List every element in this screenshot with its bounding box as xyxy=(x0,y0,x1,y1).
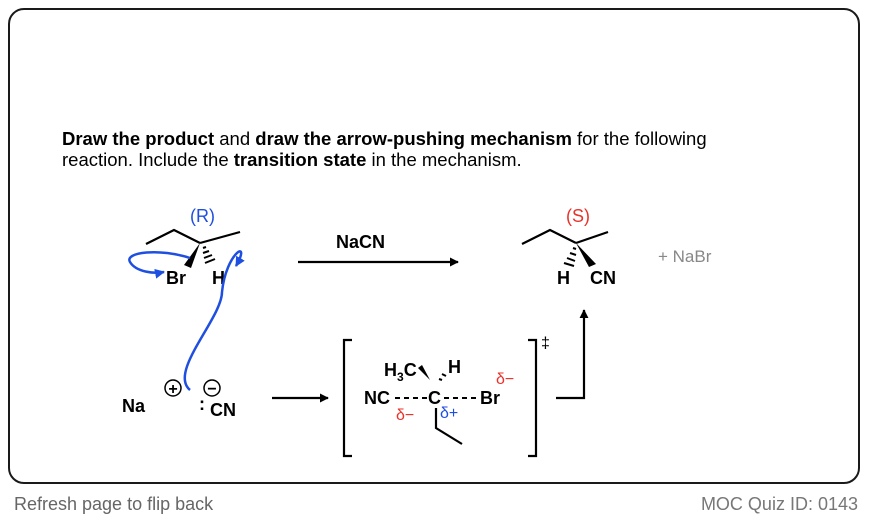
ts-right-bracket xyxy=(528,338,538,458)
ts-ethyl-bond xyxy=(434,408,463,445)
ts-wedge-bond-methyl xyxy=(418,365,430,380)
sodium-cyanide: Na + − : CN xyxy=(122,379,236,420)
curved-arrow-bond-break xyxy=(128,251,191,279)
ts-br-label: Br xyxy=(480,388,500,408)
reactant-h-label: H xyxy=(212,268,225,288)
reactant-methyl-bond xyxy=(199,230,241,245)
minus-charge-circle xyxy=(203,379,221,397)
reactant-br-label: Br xyxy=(166,268,186,288)
cyanide-label: CN xyxy=(210,400,236,420)
product-hash-bond-h xyxy=(563,247,577,267)
minus-charge-sign: − xyxy=(207,381,216,398)
ts-central-carbon: C xyxy=(428,388,441,408)
ts-h-label: H xyxy=(448,357,461,377)
quiz-id: MOC Quiz ID: 0143 xyxy=(700,494,858,514)
ts-double-dagger: ‡ xyxy=(541,335,550,352)
ts-hash-bond-h xyxy=(438,373,447,381)
plus-charge-circle xyxy=(164,379,182,397)
plus-charge-sign: + xyxy=(168,381,177,398)
product-ethyl-bond xyxy=(521,228,577,245)
product-methyl-bond xyxy=(575,230,609,245)
question-text-2: and xyxy=(214,128,256,149)
product-cn-label: CN xyxy=(590,268,616,288)
question-text-6: in the mechanism. xyxy=(366,149,522,170)
ts-to-product-arrow xyxy=(556,309,589,400)
reactant-wedge-bond-br xyxy=(184,243,200,268)
ts-nc-label: NC xyxy=(364,388,390,408)
question-bold-3: draw the arrow-pushing mechanism xyxy=(255,128,572,149)
question-text-4: for the following reaction. Include the xyxy=(62,128,707,170)
ts-delta-minus-left: δ− xyxy=(396,407,414,424)
reactant-structure: (R) Br H xyxy=(145,206,241,288)
reagent-label: NaCN xyxy=(336,232,385,252)
product-stereo-label: (S) xyxy=(566,206,590,226)
sodium-label: Na xyxy=(122,396,146,416)
product-structure: (S) H CN xyxy=(521,206,616,288)
ts-h3c-label: H3C xyxy=(384,360,417,384)
byproduct-label: + NaBr xyxy=(658,247,712,266)
quiz-card[interactable] xyxy=(8,8,860,484)
reactant-ethyl-bond xyxy=(145,228,201,245)
product-h-label: H xyxy=(557,268,570,288)
question-bold-1: Draw the product xyxy=(62,128,215,149)
curved-arrow-nucleophile-attack xyxy=(183,250,245,391)
transition-state: ‡ H3C H NC C Br δ− δ+ δ− xyxy=(342,335,550,458)
lone-pair: : xyxy=(199,394,205,414)
reactant-hash-bond-h xyxy=(202,246,216,264)
ts-delta-minus-right: δ− xyxy=(496,371,514,388)
product-wedge-bond-cn xyxy=(576,243,596,267)
ts-delta-plus: δ+ xyxy=(440,405,458,422)
question-text: Draw the product and draw the arrow-push… xyxy=(62,128,782,170)
reactant-stereo-label: (R) xyxy=(190,206,215,226)
question-bold-5: transition state xyxy=(233,149,367,170)
ts-left-bracket xyxy=(342,338,352,458)
refresh-hint: Refresh page to flip back xyxy=(14,494,214,514)
